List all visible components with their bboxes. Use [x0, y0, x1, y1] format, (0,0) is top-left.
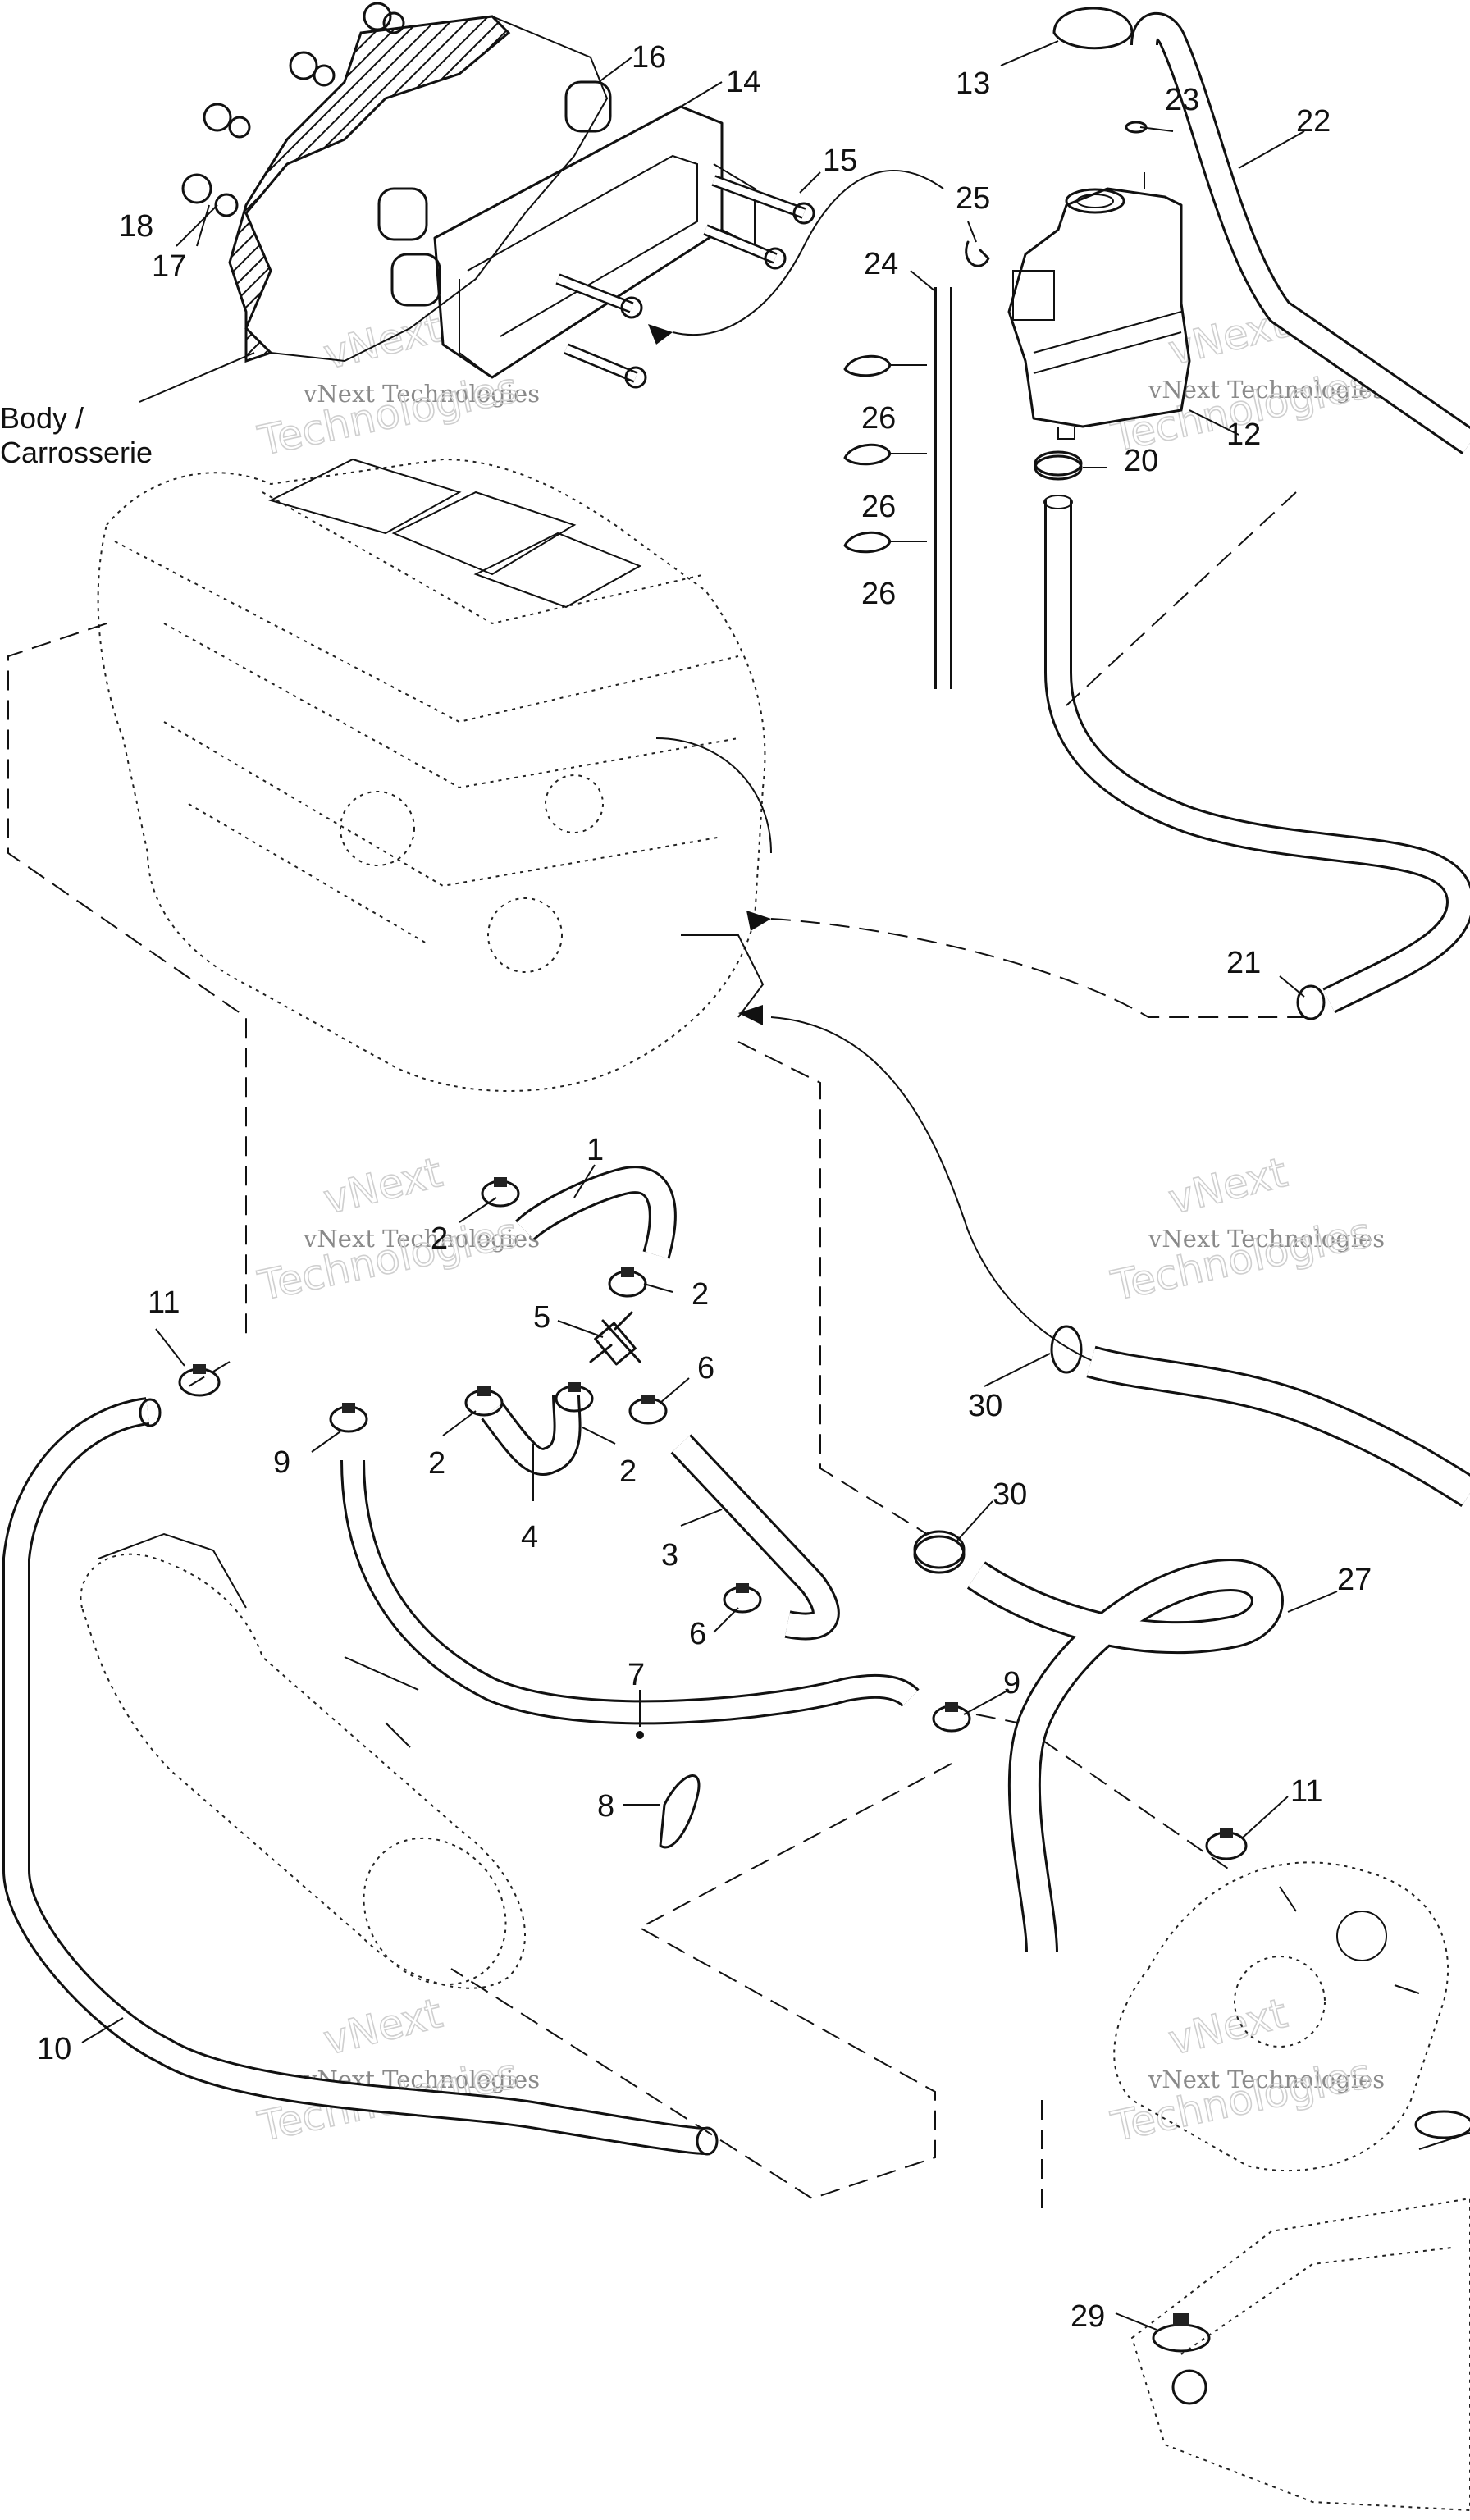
tee-fitting-5 [589, 1311, 641, 1366]
tie-strap-8 [659, 1774, 701, 1849]
callout-27: 27 [1337, 1563, 1372, 1597]
leader-arrow [770, 1016, 1116, 1371]
callout-11-2: 11 [1290, 1774, 1322, 1809]
nut-18 [181, 173, 212, 204]
svg-text:vNext Technologies: vNext Technologies [303, 380, 540, 408]
callout-2-2: 2 [692, 1277, 709, 1312]
body-panel [228, 15, 609, 363]
callout-30-2: 30 [993, 1477, 1027, 1512]
callout-1: 1 [587, 1133, 604, 1167]
svg-text:Technologies: Technologies [1107, 1208, 1375, 1310]
clamp-25 [965, 240, 990, 267]
bracket-icon [433, 105, 756, 379]
arrow-head [738, 1005, 763, 1025]
callout-13: 13 [956, 66, 990, 101]
callout-5: 5 [533, 1300, 550, 1335]
hose-1 [514, 1166, 677, 1259]
arrow-head [746, 911, 771, 931]
callout-2-1: 2 [431, 1221, 448, 1256]
watermark-group: vNext vNext Technologies Technologies vN… [253, 299, 1385, 2152]
leader-arrow [672, 169, 944, 336]
callout-16: 16 [632, 40, 666, 75]
callout-4: 4 [521, 1520, 538, 1554]
callout-30-1: 30 [968, 1389, 1002, 1423]
heat-exchanger-icon [80, 1532, 526, 1989]
body-label: Body / Carrosserie [0, 401, 153, 469]
callout-18: 18 [119, 209, 153, 244]
callout-3: 3 [661, 1538, 678, 1573]
pump-base [1130, 2110, 1470, 2512]
callout-29: 29 [1071, 2299, 1105, 2334]
reservoir-cap [1052, 7, 1134, 50]
svg-text:vNext Technologies: vNext Technologies [1148, 2066, 1385, 2093]
watermark-4: vNext vNext Technologies Technologies [1107, 1148, 1385, 1311]
callout-9-2: 9 [1003, 1666, 1020, 1701]
hose-7 [340, 1459, 920, 1739]
callout-14: 14 [726, 65, 760, 99]
callout-17: 17 [152, 249, 186, 284]
svg-text:Carrosserie: Carrosserie [0, 436, 153, 469]
callout-12: 12 [1226, 418, 1261, 452]
callout-26-3: 26 [861, 577, 896, 611]
bolt-set [555, 175, 815, 389]
watermark-6: vNext vNext Technologies Technologies [1107, 1988, 1385, 2152]
callout-2-3: 2 [428, 1446, 445, 1481]
callout-10: 10 [37, 2032, 71, 2066]
watermark-3: vNext vNext Technologies Technologies [253, 1148, 540, 1311]
hose-10 [2, 1397, 719, 2156]
clamp-26-set [843, 354, 927, 554]
pump-icon [1113, 1861, 1449, 2172]
leader-lines [81, 40, 1338, 2331]
rubber-spacers [377, 80, 612, 307]
callout-7: 7 [628, 1658, 645, 1692]
svg-text:vNext Technologies: vNext Technologies [303, 1225, 540, 1253]
watermark-5: vNext vNext Technologies Technologies [253, 1988, 540, 2152]
connection-lines [7, 491, 1304, 2215]
callout-26-2: 26 [861, 490, 896, 524]
callout-25: 25 [956, 181, 990, 216]
nut-washer-set [181, 2, 405, 217]
hose-22 [1130, 11, 1470, 454]
clamp-20 [1034, 450, 1083, 481]
callout-24: 24 [864, 247, 898, 281]
callout-11-1: 11 [148, 1285, 180, 1320]
svg-text:Technologies: Technologies [253, 1208, 522, 1310]
svg-text:vNext Technologies: vNext Technologies [1148, 1225, 1385, 1253]
watermark-1: vNext vNext Technologies Technologies [253, 303, 540, 466]
clamp-icon-set [178, 1177, 1248, 2353]
callout-21: 21 [1226, 946, 1261, 980]
svg-text:vNext: vNext [319, 1148, 447, 1224]
hose-4 [481, 1394, 582, 1476]
callout-26-1: 26 [861, 401, 896, 436]
callout-9-1: 9 [273, 1445, 290, 1480]
callout-2-4: 2 [619, 1454, 637, 1489]
callout-6-2: 6 [689, 1617, 706, 1651]
svg-text:vNext: vNext [1164, 1148, 1292, 1224]
arrow-head [648, 324, 673, 345]
callout-6-1: 6 [697, 1351, 714, 1386]
tank-icon [1007, 172, 1191, 440]
callout-15: 15 [823, 144, 857, 178]
callout-labels: 16 14 15 18 17 13 23 22 25 24 26 26 26 1… [37, 40, 1372, 2334]
svg-text:Body /: Body / [0, 401, 84, 435]
engine-icon [97, 458, 772, 1092]
svg-text:Technologies: Technologies [253, 363, 522, 465]
hose-21 [1043, 495, 1470, 1020]
svg-text:vNext: vNext [1164, 1989, 1292, 2065]
callout-20: 20 [1124, 444, 1158, 478]
hose-3 [670, 1434, 840, 1641]
svg-text:vNext: vNext [319, 1989, 447, 2065]
hose-27 [966, 1559, 1284, 1953]
svg-text:Technologies: Technologies [1107, 2049, 1375, 2151]
callout-22: 22 [1296, 104, 1331, 139]
hose-30 [1086, 1345, 1470, 1507]
callout-23: 23 [1165, 83, 1199, 117]
washer-17 [214, 193, 239, 217]
callout-8: 8 [597, 1789, 614, 1824]
